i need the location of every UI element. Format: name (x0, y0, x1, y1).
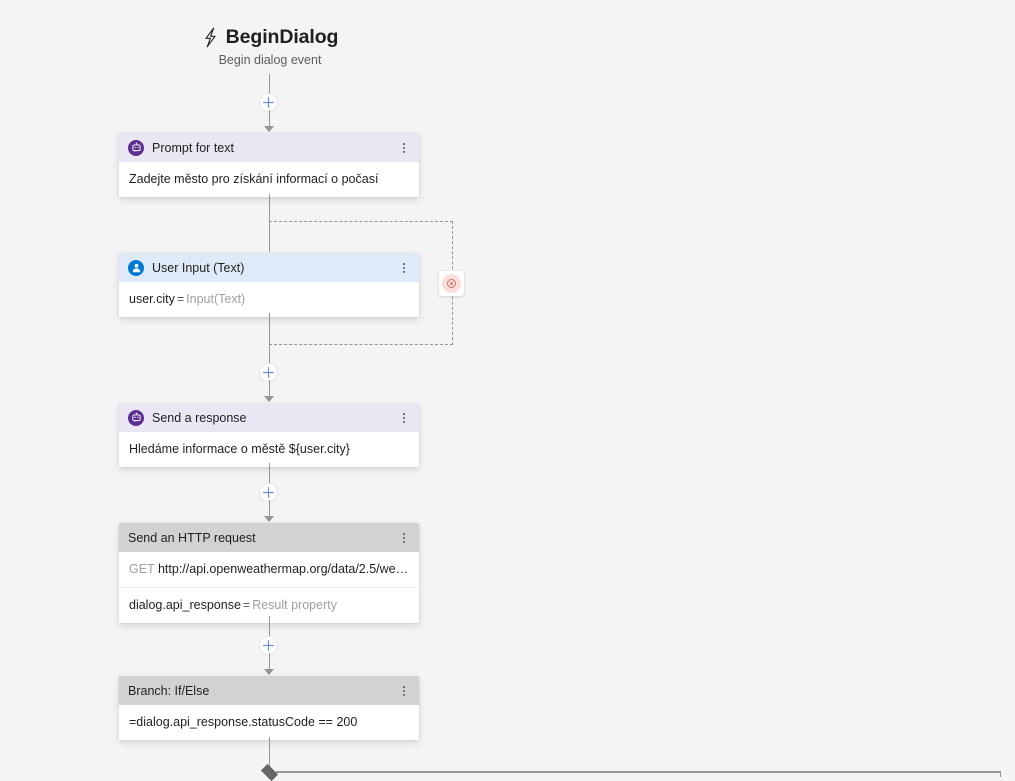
node-title: Send a response (152, 410, 247, 425)
property-equals: = (176, 292, 185, 306)
edge-trigger-to-prompt-lower (268, 110, 271, 126)
more-vertical-icon[interactable] (393, 407, 415, 429)
add-action-button-2[interactable] (260, 364, 277, 381)
more-vertical-icon[interactable] (393, 680, 415, 702)
lightning-bolt-icon (202, 27, 219, 48)
edge-input-to-response-lower (268, 380, 271, 396)
more-vertical-icon[interactable] (393, 137, 415, 159)
edge-response-to-http-upper (268, 463, 271, 485)
page-title: BeginDialog (225, 26, 339, 48)
more-vertical-icon[interactable] (393, 257, 415, 279)
node-send-a-response[interactable]: Send a response Hledáme informace o měst… (119, 403, 419, 467)
edge-http-to-branch-lower (268, 653, 271, 669)
property-value: Result property (252, 598, 337, 612)
node-header: Send an HTTP request (119, 523, 419, 552)
more-vertical-icon[interactable] (393, 527, 415, 549)
node-send-an-http-request[interactable]: Send an HTTP request GET http://api.open… (119, 523, 419, 623)
node-body-kv: user.city=Input(Text) (119, 282, 419, 317)
arrowhead-4 (264, 669, 274, 675)
property-value: Input(Text) (186, 292, 246, 306)
node-title: Prompt for text (152, 140, 234, 155)
edge-input-to-response-upper (268, 313, 271, 365)
http-method: GET (129, 562, 155, 576)
trigger-header[interactable]: BeginDialog Begin dialog event (120, 26, 420, 68)
trigger-subtitle: Begin dialog event (218, 53, 322, 67)
bot-message-icon (128, 139, 144, 156)
bot-message-icon (128, 409, 144, 426)
edge-http-to-branch-upper (268, 616, 271, 638)
node-title: Send an HTTP request (128, 530, 256, 545)
node-body-text: Hledáme informace o městě ${user.city} (129, 442, 350, 456)
node-header: User Input (Text) (119, 253, 419, 282)
edge-prompt-to-input (268, 194, 271, 252)
node-header: Branch: If/Else (119, 676, 419, 705)
trigger-title-row: BeginDialog (120, 26, 420, 48)
arrowhead-1 (264, 126, 274, 132)
http-url: http://api.openweathermap.org/data/2.5/w… (157, 562, 419, 576)
add-action-button-4[interactable] (260, 637, 277, 654)
node-header: Send a response (119, 403, 419, 432)
node-body-text: =dialog.api_response.statusCode == 200 (129, 715, 358, 729)
loop-edge-bottom (269, 344, 453, 345)
arrowhead-3 (264, 516, 274, 522)
property-equals: = (242, 598, 251, 612)
edge-branch-right-down (999, 771, 1002, 777)
loop-error-badge[interactable] (439, 271, 464, 296)
node-header: Prompt for text (119, 133, 419, 162)
edge-branch-right (276, 771, 1001, 773)
user-person-icon (128, 259, 144, 276)
node-body-text: Zadejte město pro získání informací o po… (129, 172, 379, 186)
node-title: Branch: If/Else (128, 683, 210, 698)
edge-branch-to-junction (268, 737, 271, 772)
node-title: User Input (Text) (152, 260, 245, 275)
edge-response-to-http-lower (268, 500, 271, 516)
node-branch-if-else[interactable]: Branch: If/Else =dialog.api_response.sta… (119, 676, 419, 740)
node-body-request-line: GET http://api.openweathermap.org/data/2… (119, 552, 419, 587)
edge-trigger-to-prompt-upper (268, 74, 271, 102)
node-body-kv: dialog.api_response=Result property (119, 587, 419, 623)
property-key: dialog.api_response (129, 598, 241, 612)
add-action-button-1[interactable] (260, 94, 277, 111)
node-prompt-for-text[interactable]: Prompt for text Zadejte město pro získán… (119, 133, 419, 197)
add-action-button-3[interactable] (260, 484, 277, 501)
property-key: user.city (129, 292, 175, 306)
node-user-input-text[interactable]: User Input (Text) user.city=Input(Text) (119, 253, 419, 317)
arrowhead-2 (264, 396, 274, 402)
error-circle-x-icon (442, 274, 461, 293)
loop-edge-top (269, 221, 453, 222)
